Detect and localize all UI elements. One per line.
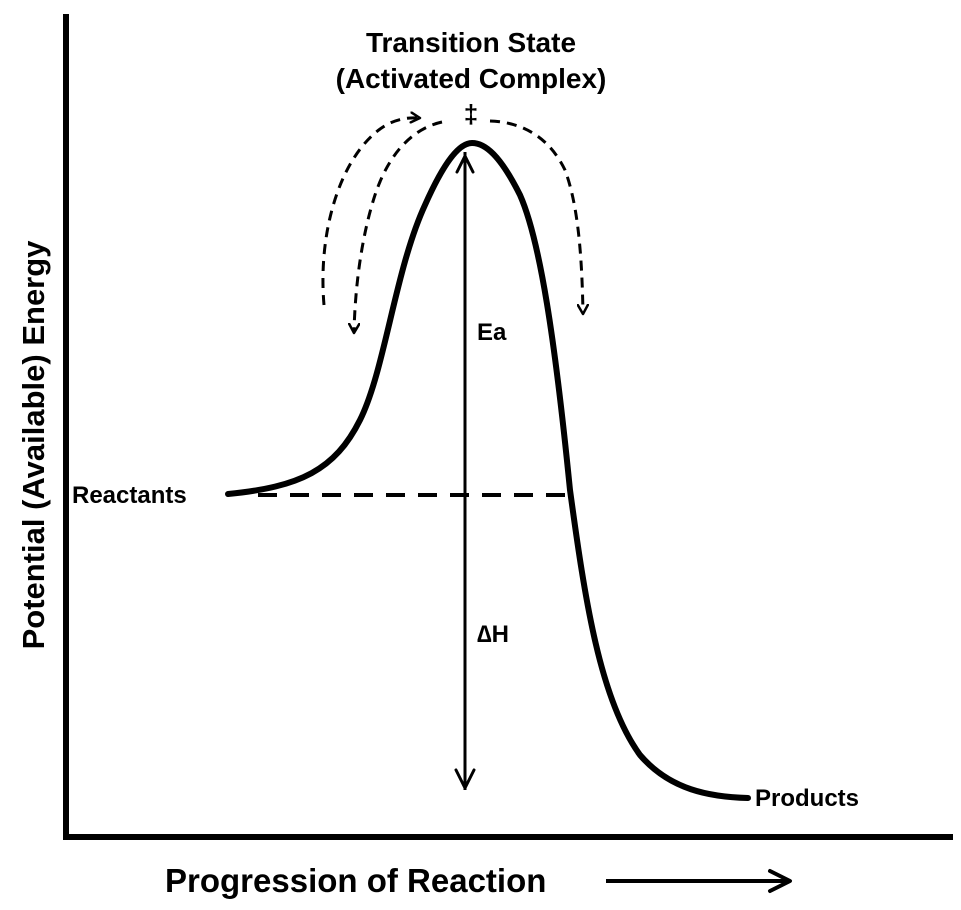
reactants-label: Reactants	[72, 482, 187, 509]
transition-state-title: Transition State	[366, 27, 576, 58]
x-axis-label: Progression of Reaction	[165, 862, 546, 899]
energy-arrow-up-head	[455, 154, 475, 174]
activation-energy-label: Ea	[477, 319, 507, 346]
activated-complex-subtitle: (Activated Complex)	[336, 63, 607, 94]
dashed-arrow-down-left	[354, 120, 443, 333]
y-axis-label: Potential (Available) Energy	[16, 240, 51, 650]
enthalpy-change-label: ∆H	[477, 621, 509, 648]
energy-arrow-down-head	[454, 768, 476, 790]
dashed-arrow-down-right	[489, 119, 583, 314]
double-dagger-symbol: ‡	[464, 99, 478, 129]
products-label: Products	[755, 785, 859, 812]
x-axis-direction-arrow-head	[768, 869, 792, 893]
energy-curve	[225, 140, 751, 801]
